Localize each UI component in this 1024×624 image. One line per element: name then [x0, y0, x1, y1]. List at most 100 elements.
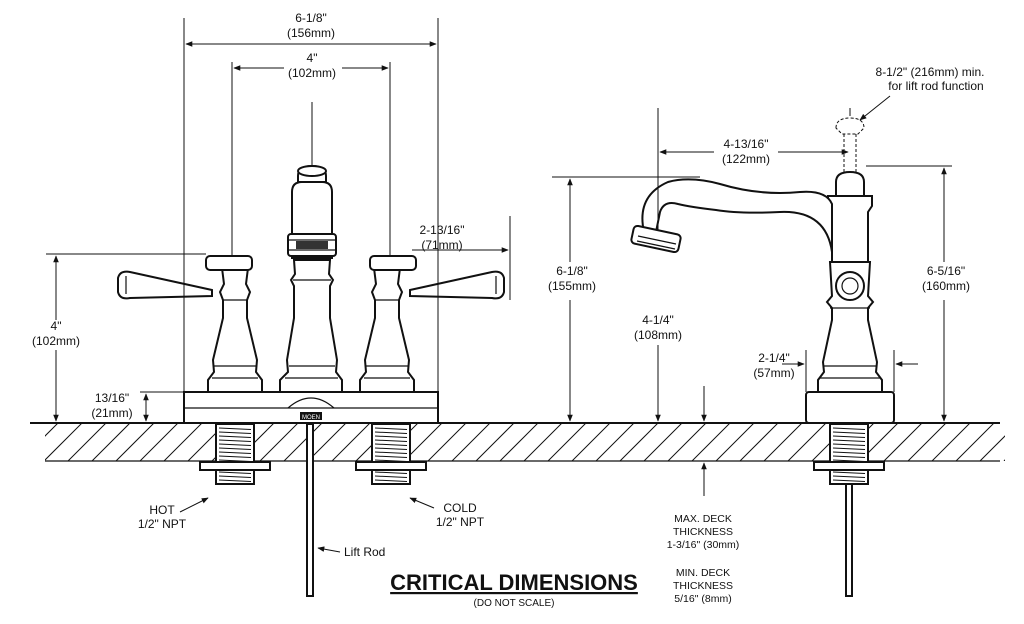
hatch-line	[619, 423, 659, 461]
thread-line	[374, 435, 408, 438]
deck-hatching	[45, 423, 1005, 461]
hot-shank	[199, 423, 271, 485]
side-base	[805, 391, 895, 424]
lift-rod-hole	[835, 271, 865, 301]
hatch-line	[907, 423, 947, 461]
hatch-line	[931, 423, 971, 461]
hatch-line	[595, 423, 635, 461]
thread-line	[374, 447, 408, 450]
hatch-line	[475, 423, 515, 461]
cold-npt-label: 1/2" NPT	[436, 515, 485, 529]
handle-reach-metric: (71mm)	[421, 238, 462, 252]
hatch-line	[307, 423, 347, 461]
hatch-line	[955, 423, 995, 461]
hatch-line	[259, 423, 299, 461]
hatch-line	[571, 423, 611, 461]
hatch-line	[331, 423, 371, 461]
side-body	[817, 261, 883, 393]
hatch-line	[715, 423, 755, 461]
thread-line	[374, 439, 408, 442]
center-spacing-metric: (102mm)	[288, 66, 336, 80]
thread-line	[832, 431, 866, 434]
total-height-metric: (160mm)	[922, 279, 970, 293]
total-height-imperial: 6-5/16"	[927, 264, 965, 278]
lift-rod-label: Lift Rod	[344, 545, 385, 559]
thread-line	[832, 435, 866, 438]
hatch-line	[667, 423, 707, 461]
cold-label: COLD	[443, 501, 477, 515]
spout-reach-metric: (122mm)	[722, 152, 770, 166]
thread-line	[832, 447, 866, 450]
hatch-line	[883, 423, 923, 461]
hot-npt-label: 1/2" NPT	[138, 517, 187, 531]
base-diameter-metric: (57mm)	[753, 366, 794, 380]
min-deck-line2: THICKNESS	[673, 580, 733, 592]
hatch-line	[691, 423, 731, 461]
side-lift-rod	[845, 483, 853, 597]
thread-line	[218, 471, 252, 474]
hatch-line	[91, 423, 131, 461]
thread-line	[832, 479, 866, 482]
diagram-subtitle: (DO NOT SCALE)	[474, 598, 555, 609]
hot-handle-body	[117, 255, 263, 393]
thread-line	[832, 455, 866, 458]
brand-badge	[300, 412, 322, 420]
max-deck-line2: THICKNESS	[673, 526, 733, 538]
hatch-line	[1003, 459, 1005, 461]
thread-line	[218, 455, 252, 458]
thread-line	[832, 427, 866, 430]
thread-line	[374, 455, 408, 458]
hatch-line	[787, 423, 827, 461]
spout-height-metric: (155mm)	[548, 279, 596, 293]
hot-shank-body	[215, 423, 255, 485]
base-height-imperial: 13/16"	[95, 391, 129, 405]
cold-shank	[355, 423, 427, 485]
thread-line	[374, 427, 408, 430]
lift-rod-clearance-line1: 8-1/2" (216mm) min.	[876, 65, 985, 79]
side-view-faucet	[630, 117, 895, 597]
hatch-line	[763, 423, 803, 461]
hatch-line	[45, 423, 83, 461]
hatch-line	[547, 423, 587, 461]
hatch-line	[139, 423, 179, 461]
thread-line	[218, 443, 252, 446]
thread-line	[218, 431, 252, 434]
aerator-height-metric: (108mm)	[634, 328, 682, 342]
cold-handle-body	[359, 255, 505, 393]
thread-line	[218, 479, 252, 482]
thread-line	[832, 471, 866, 474]
cold-mounting-nut	[355, 461, 427, 471]
thread-line	[218, 427, 252, 430]
front-spout	[279, 164, 343, 393]
hatch-line	[451, 423, 491, 461]
footer: CRITICAL DIMENSIONS (DO NOT SCALE)	[390, 570, 638, 609]
hatch-line	[45, 423, 59, 437]
cold-shank-body	[371, 423, 411, 485]
brand-label: MOEN	[302, 415, 320, 421]
hatch-line	[67, 423, 107, 461]
thread-line	[374, 475, 408, 478]
hatch-line	[283, 423, 323, 461]
aerator	[630, 224, 682, 254]
thread-line	[832, 443, 866, 446]
hot-label: HOT	[149, 503, 175, 517]
thread-line	[218, 451, 252, 454]
thread-line	[832, 439, 866, 442]
thread-line	[374, 471, 408, 474]
hot-lever	[117, 270, 213, 300]
max-deck-line1: MAX. DECK	[674, 513, 732, 525]
dimension-lines	[46, 18, 952, 553]
max-deck-line3: 1-3/16" (30mm)	[667, 539, 740, 551]
min-deck-line1: MIN. DECK	[676, 567, 730, 579]
hatch-line	[163, 423, 203, 461]
lift-rod-clearance-line2: for lift rod function	[888, 79, 983, 93]
base-diameter-imperial: 2-1/4"	[758, 351, 790, 365]
hatch-line	[115, 423, 155, 461]
diagram-title: CRITICAL DIMENSIONS	[390, 570, 638, 595]
thread-line	[218, 435, 252, 438]
side-mounting-nut	[813, 461, 885, 471]
dimension-labels: 6-1/8" (156mm) 4" (102mm) 2-13/16" (71mm…	[32, 11, 984, 420]
base-height-metric: (21mm)	[91, 406, 132, 420]
center-spacing-imperial: 4"	[307, 51, 318, 65]
